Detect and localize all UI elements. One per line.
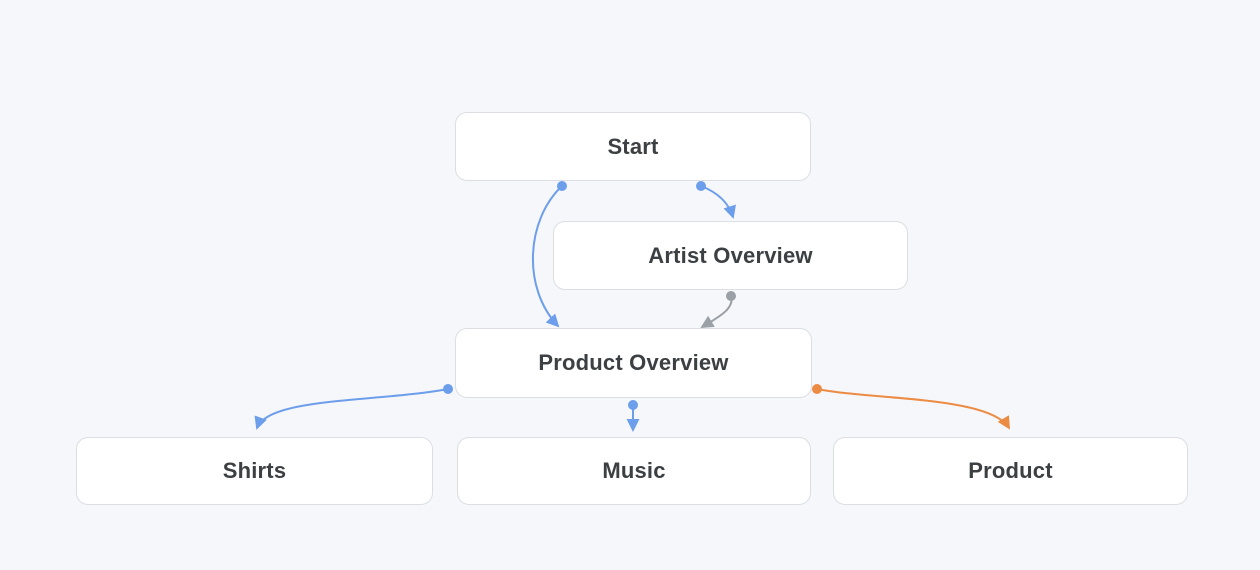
edge-artist-overview-to-product-overview bbox=[700, 295, 733, 329]
edge-product-overview-to-product bbox=[816, 388, 1011, 430]
edge-start-to-artist-overview bbox=[700, 185, 736, 219]
edge-product-overview-to-shirts bbox=[254, 388, 449, 430]
edge-origin-dot-artist-overview-to-product-overview bbox=[726, 291, 736, 301]
node-music-label: Music bbox=[602, 458, 666, 483]
edge-origin-dot-product-overview-to-shirts bbox=[443, 384, 453, 394]
edge-origin-dot-product-overview-to-product bbox=[812, 384, 822, 394]
node-music[interactable]: Music bbox=[457, 437, 811, 505]
node-product-overview-label: Product Overview bbox=[538, 350, 729, 375]
node-product[interactable]: Product bbox=[833, 437, 1188, 505]
edge-origin-dot-product-overview-to-music bbox=[628, 400, 638, 410]
node-artist-overview-label: Artist Overview bbox=[648, 242, 813, 268]
node-artist-overview[interactable]: Artist Overview bbox=[553, 221, 908, 290]
node-product-overview[interactable]: Product Overview bbox=[455, 328, 812, 398]
edge-origin-dot-start-to-artist-overview bbox=[696, 181, 706, 191]
node-shirts-label: Shirts bbox=[222, 458, 287, 483]
node-start[interactable]: Start bbox=[455, 112, 811, 181]
node-start-label: Start bbox=[607, 133, 659, 159]
node-product-label: Product bbox=[968, 458, 1053, 483]
edge-origin-dot-start-to-product-overview bbox=[557, 181, 567, 191]
node-shirts[interactable]: Shirts bbox=[76, 437, 433, 505]
